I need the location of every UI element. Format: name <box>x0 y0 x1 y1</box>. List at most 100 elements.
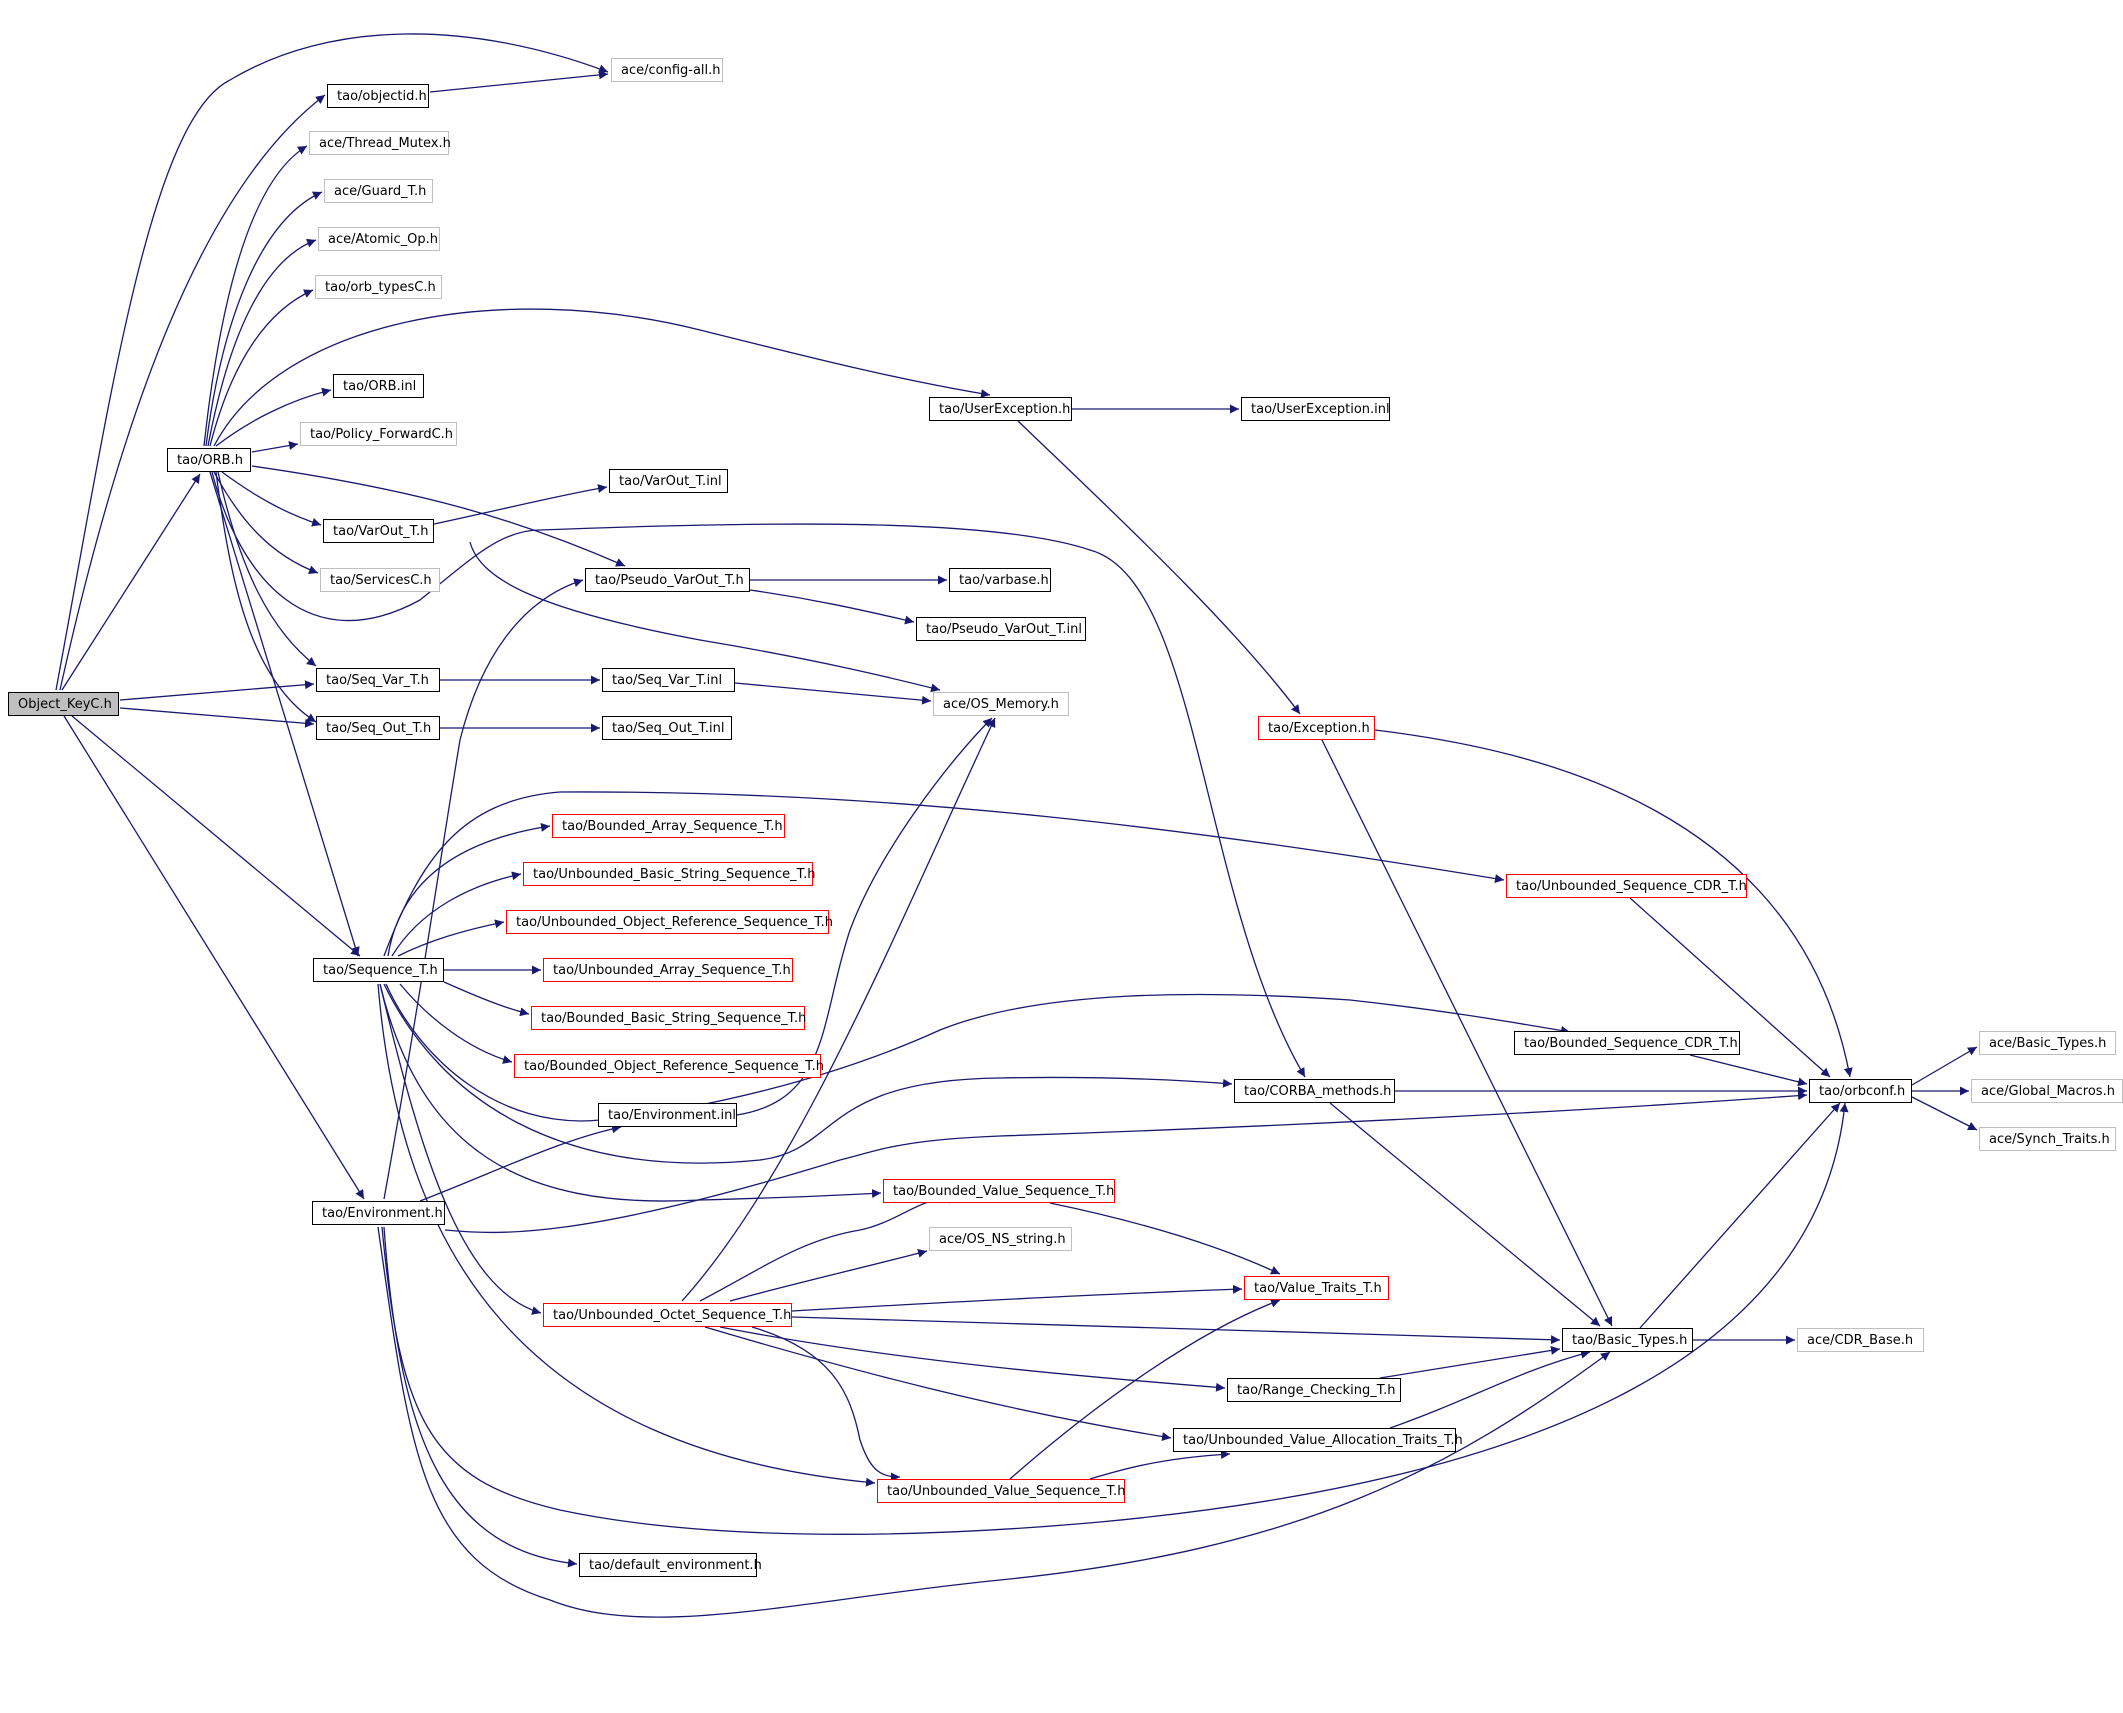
edge-sequence-to-unbounded-basic-string <box>391 871 522 957</box>
edge-root-to-sequence <box>71 715 361 957</box>
edge-root-to-orb <box>61 473 201 691</box>
node-tao-userexception-h[interactable]: tao/UserException.h <box>929 397 1072 421</box>
edge-orb-to-guard <box>205 191 323 447</box>
edge-environment-to-environment-inl <box>419 1124 622 1202</box>
edge-userexception-to-exception <box>1017 420 1301 715</box>
edge-unbounded-value-to-unbounded-value-alloc <box>1089 1450 1231 1480</box>
edge-unbounded-octet-to-os-memory <box>681 717 996 1302</box>
node-tao-userexception-inl[interactable]: tao/UserException.inl <box>1241 397 1390 421</box>
node-tao-environment-h[interactable]: tao/Environment.h <box>312 1201 445 1225</box>
node-tao-orb-typesc-h[interactable]: tao/orb_typesC.h <box>315 275 442 299</box>
node-tao-varbase-h[interactable]: tao/varbase.h <box>949 568 1051 592</box>
edge-orb-to-sequence <box>209 471 360 957</box>
node-tao-bounded-sequence-cdr-t-h[interactable]: tao/Bounded_Sequence_CDR_T.h <box>1514 1031 1740 1055</box>
node-tao-unbounded-sequence-cdr-t-h[interactable]: tao/Unbounded_Sequence_CDR_T.h <box>1506 874 1747 898</box>
node-tao-pseudo-varout-t-h[interactable]: tao/Pseudo_VarOut_T.h <box>585 568 750 592</box>
node-tao-sequence-t-h[interactable]: tao/Sequence_T.h <box>313 958 444 982</box>
node-ace-os-memory-h[interactable]: ace/OS_Memory.h <box>933 692 1069 716</box>
node-tao-varout-t-h[interactable]: tao/VarOut_T.h <box>323 519 434 543</box>
edge-orbconf-to-ace-basic-types <box>1911 1046 1978 1086</box>
node-tao-bounded-basic-string-sequence-t-h[interactable]: tao/Bounded_Basic_String_Sequence_T.h <box>531 1006 806 1030</box>
node-tao-bounded-value-sequence-t-h[interactable]: tao/Bounded_Value_Sequence_T.h <box>883 1179 1115 1203</box>
node-tao-orb-h[interactable]: tao/ORB.h <box>167 448 251 472</box>
node-tao-unbounded-value-sequence-t-h[interactable]: tao/Unbounded_Value_Sequence_T.h <box>877 1479 1125 1503</box>
node-tao-pseudo-varout-t-inl[interactable]: tao/Pseudo_VarOut_T.inl <box>916 617 1086 641</box>
node-tao-seq-out-t-h[interactable]: tao/Seq_Out_T.h <box>316 716 440 740</box>
node-ace-atomic-op-h[interactable]: ace/Atomic_Op.h <box>318 227 440 251</box>
node-tao-value-traits-t-h[interactable]: tao/Value_Traits_T.h <box>1244 1276 1389 1300</box>
node-ace-guard-t-h[interactable]: ace/Guard_T.h <box>324 179 433 203</box>
edge-sequence-to-bounded-basic-string <box>443 981 530 1017</box>
edge-bounded-seq-cdr-to-orbconf <box>1689 1054 1808 1087</box>
edge-orb-to-seq-var <box>217 471 317 667</box>
edge-root-to-objectid <box>59 94 326 691</box>
node-tao-default-environment-h[interactable]: tao/default_environment.h <box>579 1553 762 1577</box>
node-tao-objectid-h[interactable]: tao/objectid.h <box>327 84 429 108</box>
edge-pseudo-varout-to-pseudo-varout-inl <box>749 589 915 625</box>
edge-environment-to-basic-types <box>377 1226 1611 1618</box>
node-tao-unbounded-array-sequence-t-h[interactable]: tao/Unbounded_Array_Sequence_T.h <box>543 958 793 982</box>
edge-sequence-to-bounded-objref <box>399 983 513 1064</box>
node-tao-environment-inl[interactable]: tao/Environment.inl <box>598 1103 737 1127</box>
edge-orb-to-atomic-op <box>207 238 317 447</box>
node-tao-varout-t-inl[interactable]: tao/VarOut_T.inl <box>609 469 728 493</box>
edge-corba-methods-to-basic-types <box>1329 1102 1601 1327</box>
node-tao-bounded-object-reference-sequence-t-h[interactable]: tao/Bounded_Object_Reference_Sequence_T.… <box>514 1054 824 1078</box>
edge-unbounded-value-alloc-to-basic-types <box>1389 1349 1591 1429</box>
edge-unbounded-seq-cdr-to-orbconf <box>1629 897 1831 1078</box>
node-tao-basic-types-h[interactable]: tao/Basic_Types.h <box>1562 1328 1693 1352</box>
node-tao-unbounded-basic-string-sequence-t-h[interactable]: tao/Unbounded_Basic_String_Sequence_T.h <box>523 862 815 886</box>
node-ace-global-macros-h[interactable]: ace/Global_Macros.h <box>1971 1079 2123 1103</box>
edge-orb-to-orb-typesc <box>209 289 314 447</box>
node-tao-servicesc-h[interactable]: tao/ServicesC.h <box>320 568 440 592</box>
node-tao-seq-var-t-h[interactable]: tao/Seq_Var_T.h <box>316 668 440 692</box>
edge-objectid-to-config-all <box>429 70 609 93</box>
node-tao-unbounded-object-reference-sequence-t-h[interactable]: tao/Unbounded_Object_Reference_Sequence_… <box>506 910 833 934</box>
node-tao-corba-methods-h[interactable]: tao/CORBA_methods.h <box>1234 1079 1395 1103</box>
edge-orb-to-pseudo-varout <box>251 465 626 567</box>
node-tao-unbounded-octet-sequence-t-h[interactable]: tao/Unbounded_Octet_Sequence_T.h <box>543 1303 792 1327</box>
node-ace-thread-mutex-h[interactable]: ace/Thread_Mutex.h <box>309 131 451 155</box>
node-tao-seq-var-t-inl[interactable]: tao/Seq_Var_T.inl <box>602 668 735 692</box>
edge-environment-to-orbconf-low <box>381 1102 1849 1535</box>
edge-orb-to-userexception <box>213 308 991 447</box>
edge-orb-to-varout <box>221 471 322 527</box>
edge-sequence-to-unbounded-value <box>377 983 876 1487</box>
node-tao-exception-h[interactable]: tao/Exception.h <box>1258 716 1375 740</box>
edge-sequence-to-unbounded-octet <box>379 983 542 1315</box>
edge-unbounded-octet-to-basic-types <box>791 1316 1561 1345</box>
edge-unbounded-octet-to-os-ns-string <box>729 1248 928 1302</box>
node-tao-policy-forwardc-h[interactable]: tao/Policy_ForwardC.h <box>300 422 457 446</box>
edge-unbounded-octet-to-bounded-value <box>699 1194 951 1302</box>
node-tao-bounded-array-sequence-t-h[interactable]: tao/Bounded_Array_Sequence_T.h <box>552 814 785 838</box>
node-ace-cdr-base-h[interactable]: ace/CDR_Base.h <box>1797 1328 1924 1352</box>
edge-environment-inl-to-os-memory <box>736 717 993 1116</box>
node-tao-orbconf-h[interactable]: tao/orbconf.h <box>1809 1079 1912 1103</box>
edge-sequence-to-unbounded-objref <box>397 919 505 957</box>
edge-orb-to-servicesc <box>213 471 319 575</box>
node-ace-synch-traits-h[interactable]: ace/Synch_Traits.h <box>1979 1127 2116 1151</box>
edge-unbounded-octet-to-unbounded-value-alloc <box>704 1326 1172 1441</box>
edge-unbounded-octet-to-value-traits <box>791 1284 1243 1312</box>
edge-unbounded-value-to-value-traits <box>1009 1298 1281 1480</box>
edge-root-to-config-all <box>55 33 609 691</box>
edge-environment-to-pseudo-varout <box>383 578 584 1200</box>
node-ace-os-ns-string-h[interactable]: ace/OS_NS_string.h <box>929 1227 1072 1251</box>
edge-exception-to-basic-types <box>1321 739 1613 1327</box>
edge-exception-to-orbconf <box>1374 729 1853 1078</box>
edge-varout-to-os-memory <box>469 541 941 693</box>
edge-bounded-value-to-value-traits <box>1049 1202 1281 1275</box>
node-tao-unbounded-value-allocation-traits-t-h[interactable]: tao/Unbounded_Value_Allocation_Traits_T.… <box>1173 1428 1463 1452</box>
node-ace-basic-types-h[interactable]: ace/Basic_Types.h <box>1979 1031 2116 1055</box>
edge-sequence-to-bounded-seq-cdr <box>385 983 1571 1122</box>
node-object-keyc-h[interactable]: Object_KeyC.h <box>8 692 119 716</box>
node-tao-range-checking-t-h[interactable]: tao/Range_Checking_T.h <box>1227 1378 1401 1402</box>
node-tao-orb-inl[interactable]: tao/ORB.inl <box>333 374 424 398</box>
edge-sequence-to-bounded-value <box>379 983 882 1202</box>
edge-orb-to-policy-forwardc <box>251 441 299 453</box>
edge-root-to-seq-var <box>119 680 315 701</box>
node-ace-config-all-h[interactable]: ace/config-all.h <box>611 58 723 82</box>
edge-orb-to-thread-mutex <box>203 145 308 447</box>
edge-sequence-to-corba-methods <box>383 983 1233 1164</box>
node-tao-seq-out-t-inl[interactable]: tao/Seq_Out_T.inl <box>602 716 732 740</box>
